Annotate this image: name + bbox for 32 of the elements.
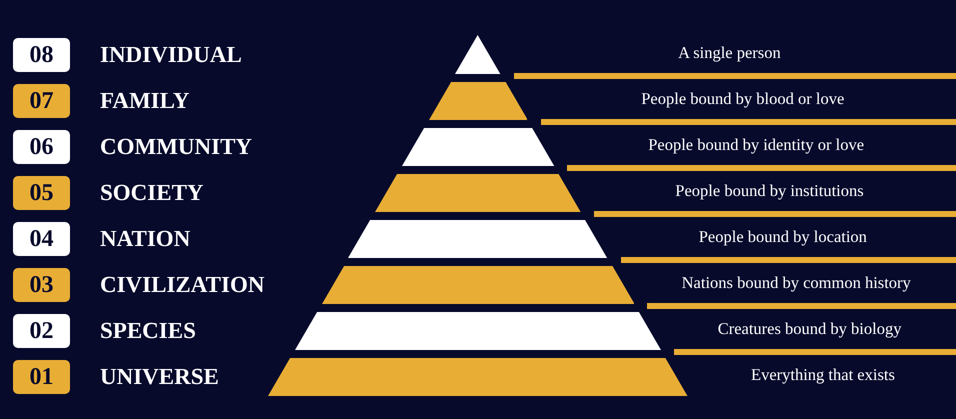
level-title: SPECIES — [100, 317, 196, 345]
level-title: NATION — [100, 225, 190, 253]
level-title: SOCIETY — [100, 179, 204, 207]
pyramid-layer — [428, 82, 528, 120]
level-title: UNIVERSE — [100, 363, 219, 391]
level-description: Creatures bound by biology — [716, 318, 902, 340]
number-badge: 01 — [13, 360, 70, 394]
pyramid-layer — [348, 220, 608, 258]
pyramid-layer — [268, 358, 688, 396]
level-description: Nations bound by common history — [680, 272, 912, 294]
level-description: A single person — [677, 42, 782, 64]
level-description: People bound by institutions — [674, 180, 865, 202]
pyramid-layer — [294, 312, 661, 350]
number-badge: 02 — [13, 314, 70, 348]
pyramid-layer — [375, 174, 581, 212]
number-badge: 08 — [13, 38, 70, 72]
level-description: People bound by location — [698, 226, 868, 248]
level-title: INDIVIDUAL — [100, 41, 242, 69]
pyramid-layer — [322, 266, 634, 304]
level-title: CIVILIZATION — [100, 271, 264, 299]
level-title: COMMUNITY — [100, 133, 252, 161]
level-description: Everything that exists — [750, 364, 896, 386]
number-badge: 07 — [13, 84, 70, 118]
level-description: People bound by identity or love — [647, 134, 866, 156]
number-badge: 04 — [13, 222, 70, 256]
number-badge: 05 — [13, 176, 70, 210]
level-description: People bound by blood or love — [640, 88, 846, 110]
number-badge: 03 — [13, 268, 70, 302]
level-title: FAMILY — [100, 87, 190, 115]
number-badge: 06 — [13, 130, 70, 164]
pyramid-top-triangle — [455, 35, 501, 74]
pyramid-layer — [402, 128, 554, 166]
